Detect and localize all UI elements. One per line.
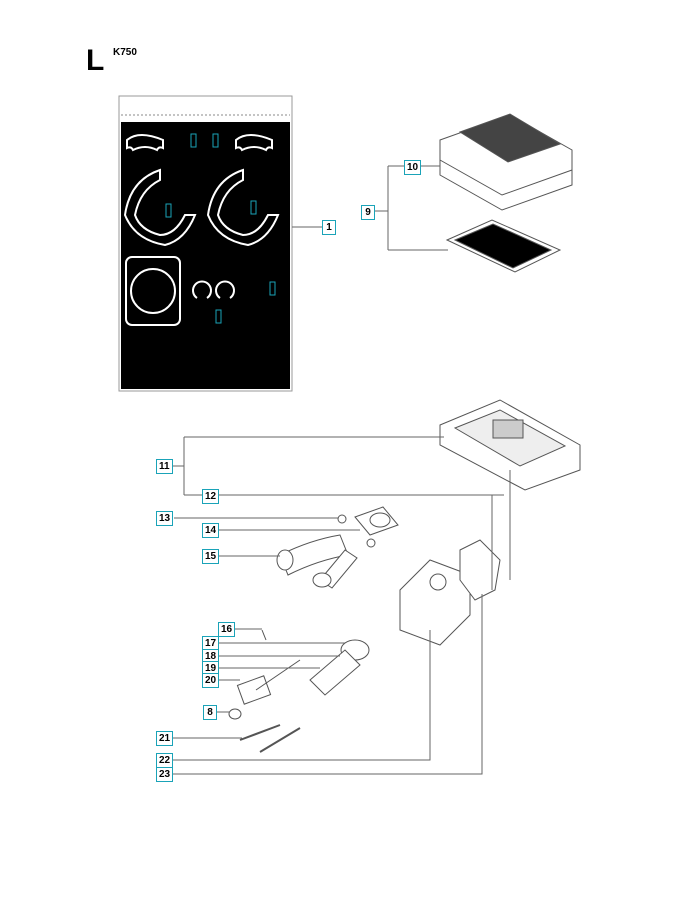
callout-10: 10	[404, 160, 422, 175]
callout-16: 16	[218, 622, 236, 637]
callout-15: 15	[202, 549, 220, 564]
callout-23: 23	[156, 767, 174, 782]
callout-20: 20	[202, 673, 220, 688]
callout-18: 18	[202, 649, 220, 664]
callout-9: 9	[361, 205, 375, 220]
callout-8: 8	[203, 705, 217, 720]
gasket-kit-bag	[118, 95, 293, 392]
callout-21: 21	[156, 731, 174, 746]
model-label: K750	[113, 47, 137, 58]
callout-14: 14	[202, 523, 220, 538]
filter-housing	[439, 399, 581, 491]
callout-13: 13	[156, 511, 174, 526]
callout-11: 11	[156, 459, 173, 474]
callout-1: 1	[322, 220, 336, 235]
air-filter-cover	[439, 113, 573, 211]
air-filter	[445, 219, 562, 273]
section-letter: L	[86, 44, 105, 77]
carburettor	[228, 539, 501, 753]
callout-22: 22	[156, 753, 174, 768]
callout-12: 12	[202, 489, 220, 504]
intake-bellows	[276, 506, 399, 589]
